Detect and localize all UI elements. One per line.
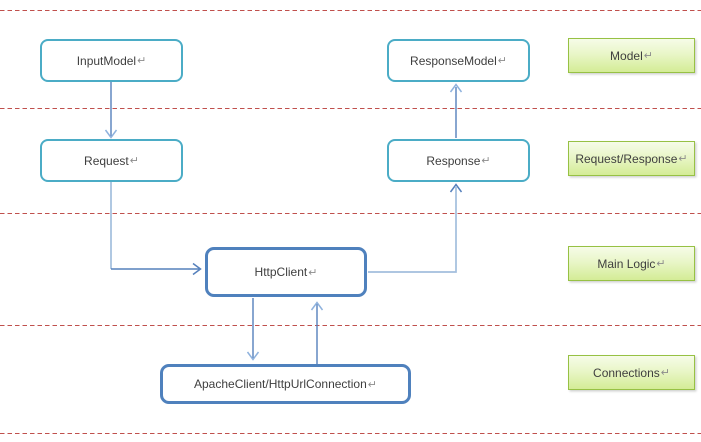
return-mark-icon: ↵ (308, 266, 318, 279)
layer-divider-5 (0, 433, 701, 434)
edge-httpclient-to-apacheclient (246, 298, 260, 361)
node-response-label: Response (426, 153, 481, 168)
node-http-client: HttpClient↵ (205, 247, 367, 297)
layer-label-model-text: Model (610, 48, 643, 63)
node-apache-client: ApacheClient/HttpUrlConnection↵ (160, 364, 411, 404)
return-mark-icon: ↵ (678, 153, 688, 165)
return-mark-icon: ↵ (497, 55, 507, 67)
return-mark-icon: ↵ (656, 258, 666, 270)
node-input-model: InputModel↵ (40, 39, 183, 82)
return-mark-icon: ↵ (129, 155, 139, 167)
return-mark-icon: ↵ (367, 378, 377, 391)
node-response-model-label: ResponseModel (410, 53, 497, 68)
layer-label-main-logic-text: Main Logic (597, 256, 656, 271)
layer-label-request-response: Request/Response↵ (568, 141, 695, 176)
return-mark-icon: ↵ (137, 55, 147, 67)
layer-divider-2 (0, 108, 701, 109)
node-response-model: ResponseModel↵ (387, 39, 530, 82)
layer-label-model: Model↵ (568, 38, 695, 73)
layer-divider-4 (0, 325, 701, 326)
layer-label-request-response-text: Request/Response (575, 151, 678, 166)
edge-inputmodel-to-request (104, 82, 118, 139)
node-apache-client-label: ApacheClient/HttpUrlConnection (194, 377, 367, 391)
layer-divider-1 (0, 10, 701, 11)
edge-apacheclient-to-httpclient (310, 301, 324, 364)
node-request: Request↵ (40, 139, 183, 182)
node-input-model-label: InputModel (76, 53, 137, 68)
node-request-label: Request (84, 153, 129, 168)
layer-label-connections: Connections↵ (568, 355, 695, 390)
return-mark-icon: ↵ (643, 50, 653, 62)
layer-label-main-logic: Main Logic↵ (568, 246, 695, 281)
layer-divider-3 (0, 213, 701, 214)
edge-httpclient-to-response (368, 183, 463, 273)
return-mark-icon: ↵ (660, 367, 670, 379)
return-mark-icon: ↵ (481, 155, 491, 167)
edge-request-to-httpclient (110, 182, 202, 276)
edge-response-to-responsemodel (449, 83, 463, 138)
node-http-client-label: HttpClient (254, 265, 308, 279)
layer-label-connections-text: Connections (593, 365, 660, 380)
node-response: Response↵ (387, 139, 530, 182)
